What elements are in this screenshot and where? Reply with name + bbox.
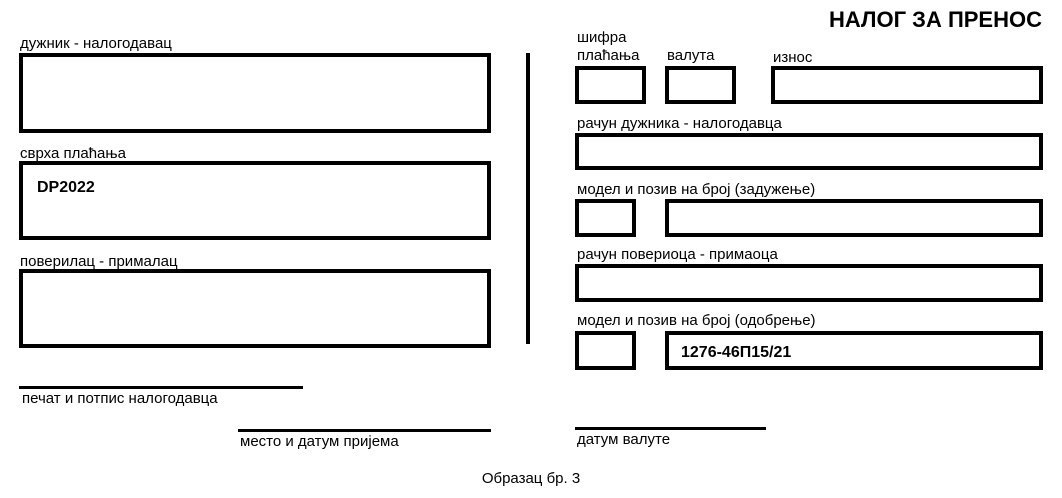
amount-field[interactable] — [771, 66, 1043, 104]
currency-field[interactable] — [665, 66, 736, 104]
payment-code-field[interactable] — [575, 66, 646, 104]
credit-reference-label: модел и позив на број (одобрење) — [577, 312, 816, 329]
form-title: НАЛОГ ЗА ПРЕНОС — [828, 7, 1042, 32]
value-date-label: датум валуте — [577, 431, 671, 448]
payment-code-label-line2: плаћања — [577, 47, 640, 64]
place-date-label: место и датум пријема — [240, 433, 399, 450]
creditor-account-field[interactable] — [575, 264, 1043, 302]
creditor-label: поверилац - прималац — [20, 253, 178, 270]
stamp-signature-line — [19, 386, 303, 389]
currency-label: валута — [667, 47, 715, 64]
place-date-line — [238, 429, 491, 432]
amount-label: износ — [773, 49, 813, 66]
debit-reference-field[interactable] — [665, 199, 1043, 237]
debit-reference-label: модел и позив на број (задужење) — [577, 181, 816, 198]
column-divider — [526, 53, 530, 344]
credit-model-field[interactable] — [575, 331, 636, 370]
debit-model-field[interactable] — [575, 199, 636, 237]
payment-code-label-line1: шифра — [577, 29, 627, 46]
debtor-account-label: рачун дужника - налогодавца — [577, 115, 782, 132]
debtor-account-field[interactable] — [575, 133, 1043, 170]
purpose-label: сврха плаћања — [20, 145, 126, 162]
credit-reference-value: 1276-46П15/21 — [681, 344, 792, 361]
form-number: Образац бр. 3 — [481, 470, 581, 487]
creditor-account-label: рачун повериоца - примаоца — [577, 246, 778, 263]
debtor-field[interactable] — [19, 53, 491, 133]
creditor-field[interactable] — [19, 269, 491, 348]
value-date-line — [575, 427, 766, 430]
stamp-signature-label: печат и потпис налогодавца — [22, 390, 218, 407]
credit-reference-field[interactable]: 1276-46П15/21 — [665, 331, 1043, 370]
debtor-label: дужник - налогодавац — [20, 35, 172, 52]
purpose-field[interactable]: DP2022 — [19, 161, 491, 240]
purpose-value: DP2022 — [37, 179, 95, 196]
